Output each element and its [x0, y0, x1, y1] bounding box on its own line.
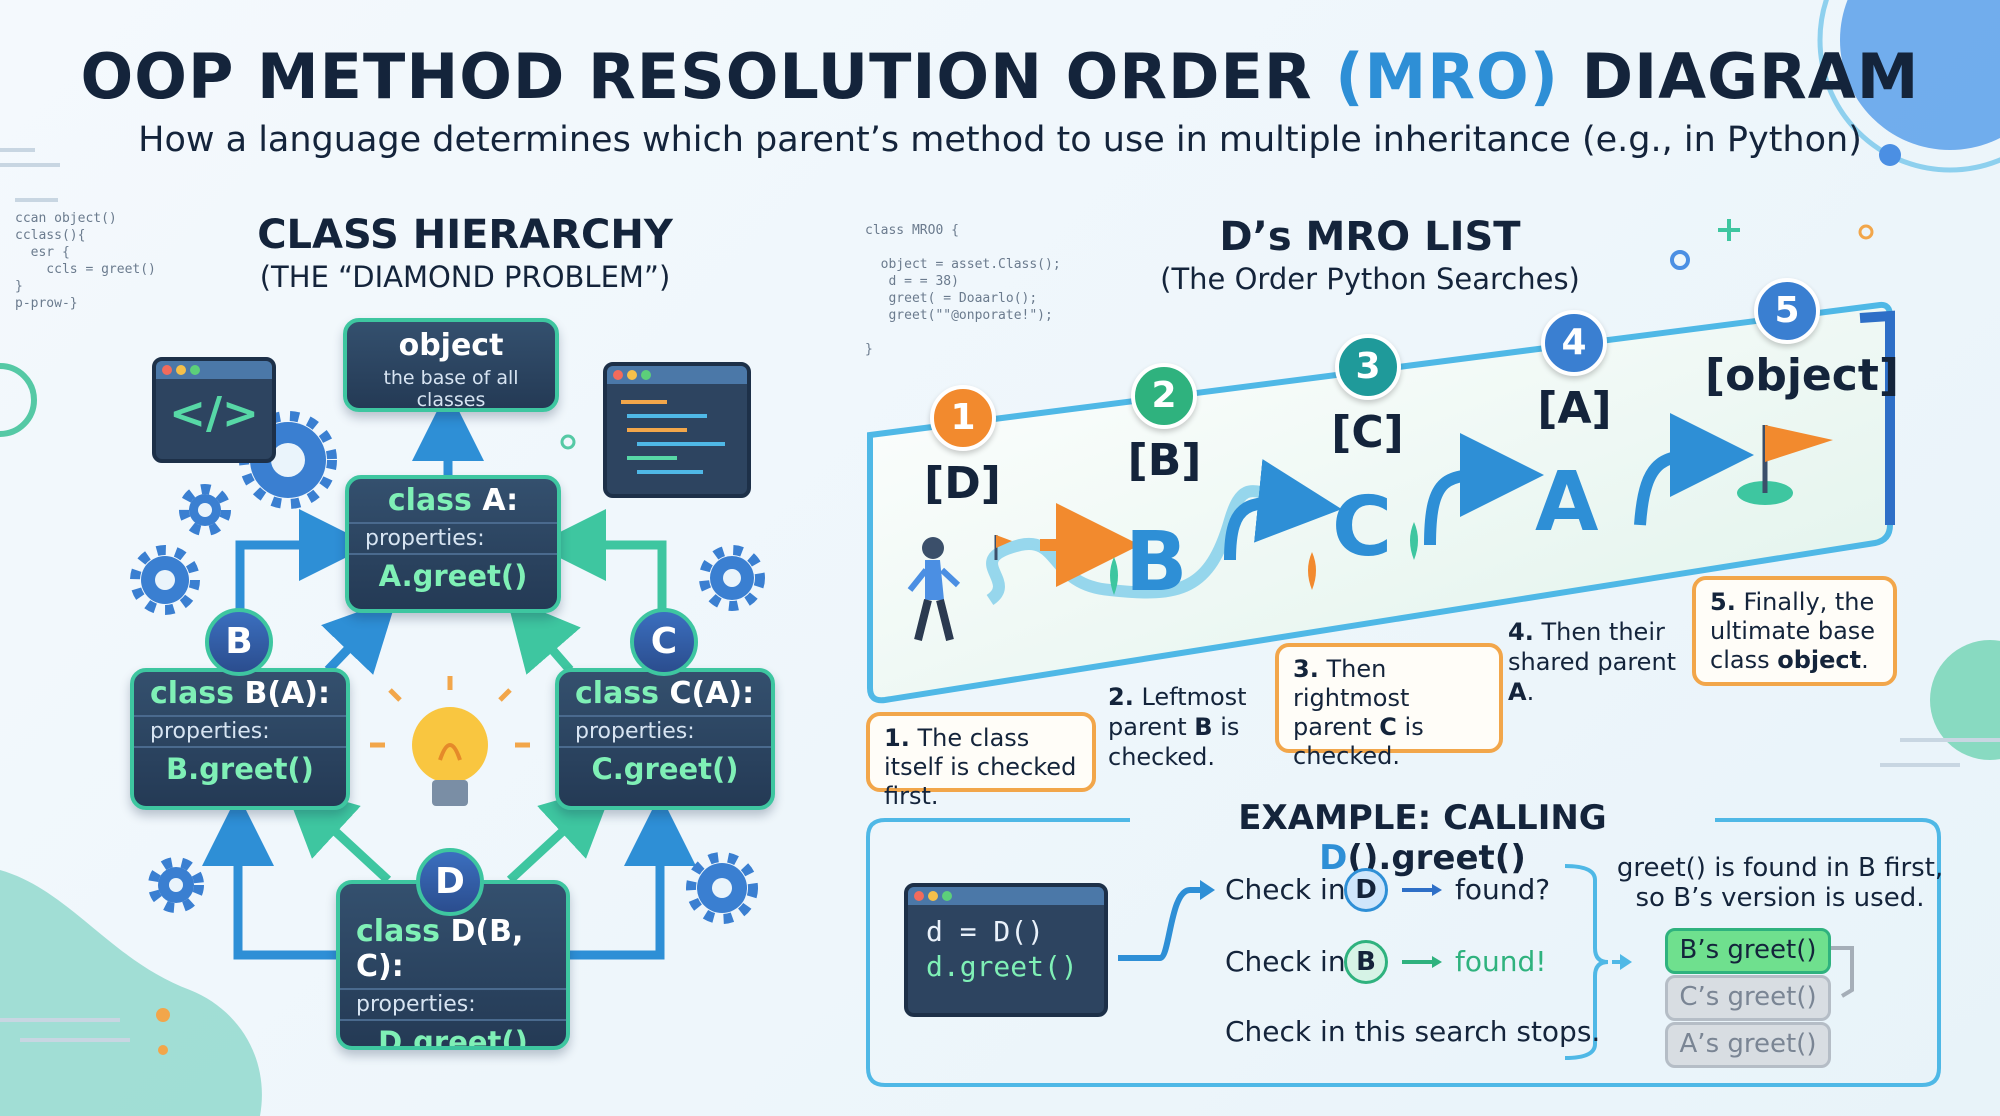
arrow-d-to-b: [283, 783, 392, 884]
check-b-badge: B: [1344, 940, 1388, 984]
class-d-method: D.greet(): [378, 1025, 528, 1050]
check-b-result: found!: [1455, 945, 1547, 978]
tree-icon: [1110, 522, 1418, 595]
code-lines-icon: [621, 400, 725, 474]
class-b-props: properties:: [134, 717, 346, 748]
arrow-b-to-a-left: [235, 509, 371, 618]
option-b-greet: B’s greet(): [1665, 928, 1831, 974]
class-c-name: class C(A):: [559, 672, 771, 717]
class-c-props: properties:: [559, 717, 771, 748]
mro-step-2-label: [B]: [1127, 435, 1202, 486]
walking-person-icon: [907, 537, 961, 641]
search-stops-text: Check in this search stops.: [1225, 1015, 1601, 1048]
mro-step-5-number: 5: [1754, 278, 1820, 344]
mro-subheading: (The Order Python Searches): [1160, 262, 1580, 296]
page-subtitle: How a language determines which parent’s…: [138, 120, 1862, 160]
object-class-box: object the base of all classes: [343, 318, 559, 412]
class-d-props: properties:: [340, 990, 566, 1021]
class-c-box: class C(A): properties: C.greet(): [555, 668, 775, 810]
class-a-box: class A: properties: A.greet(): [345, 475, 561, 613]
class-c-method: C.greet(): [591, 752, 739, 786]
hierarchy-heading: CLASS HIERARCHY: [257, 212, 673, 258]
class-a-name: class A:: [349, 479, 557, 524]
class-a-props: properties:: [349, 524, 557, 555]
editor-window-icon: [603, 362, 751, 498]
mro-step-1-number: 1: [930, 385, 996, 451]
mro-heading: D’s MRO LIST: [1219, 214, 1521, 260]
mro-note-1: 1. The class itself is checked first.: [866, 712, 1096, 810]
arrow-d-to-b-outer: [202, 794, 338, 960]
mro-step-3-number: 3: [1335, 334, 1401, 400]
mro-step-4-label: [A]: [1537, 383, 1612, 434]
example-heading: EXAMPLE: CALLING D().greet(): [1238, 798, 1607, 878]
check-d-text: Check in: [1225, 873, 1346, 906]
arrow-a-to-object-step: [1634, 413, 1754, 526]
arrow-b-to-a: [321, 597, 397, 675]
class-b-badge: B: [205, 608, 273, 676]
path-letter-a: A: [1535, 455, 1599, 550]
code-window-icon: </>: [152, 357, 276, 463]
arrow-c-to-a-right: [534, 509, 667, 618]
class-c-badge: C: [630, 608, 698, 676]
decor-code-center: class MRO0 { object = asset.Class(); d =…: [865, 223, 1061, 357]
check-d-badge: D: [1344, 868, 1388, 912]
mro-step-3-label: [C]: [1331, 407, 1404, 458]
mro-step-2-number: 2: [1131, 363, 1197, 429]
hierarchy-subheading: (THE “DIAMOND PROBLEM”): [259, 260, 671, 294]
code-brackets-icon: </>: [169, 388, 259, 439]
goal-flag-icon: [1737, 425, 1833, 505]
class-b-method: B.greet(): [166, 752, 314, 786]
mro-note-3: 3. Then rightmost parent C is checked.: [1275, 643, 1503, 770]
mro-note-5: 5. Finally, the ultimate base class obje…: [1692, 576, 1897, 686]
mro-step-1-label: [D]: [924, 458, 1001, 509]
arrow-c-to-a: [506, 596, 581, 675]
example-explanation: greet() is found in B first,so B’s versi…: [1616, 853, 1944, 913]
arrow-d-to-c-outer: [560, 794, 696, 960]
gear-icon: [141, 422, 754, 913]
example-code-window: d = D() d.greet(): [904, 883, 1108, 1017]
lightbulb-icon: [370, 676, 530, 806]
decor-code-left: ccan object() cclass(){ esr { ccls = gre…: [15, 211, 156, 311]
object-desc: the base of all classes: [383, 367, 519, 411]
small-flag-icon: [994, 535, 1012, 560]
arrow-d-to-c: [506, 783, 615, 884]
class-d-name: class D(B, C):: [340, 884, 566, 990]
class-d-badge: D: [416, 848, 484, 916]
check-d-result: found?: [1455, 873, 1551, 906]
path-letter-c: C: [1332, 480, 1393, 575]
arrow-c-to-a-step: [1424, 432, 1544, 546]
code-line-1: d = D(): [926, 915, 1045, 948]
mro-note-4: 4. Then their shared parent A.: [1508, 618, 1677, 706]
class-b-box: class B(A): properties: B.greet(): [130, 668, 350, 810]
class-a-method: A.greet(): [378, 559, 528, 593]
mro-note-2: 2. Leftmost parent B is checked.: [1108, 683, 1247, 771]
option-c-greet: C’s greet(): [1665, 975, 1831, 1021]
object-name: object: [398, 328, 504, 363]
path-letter-b: B: [1125, 515, 1188, 610]
page-title: OOP METHOD RESOLUTION ORDER (MRO) DIAGRA…: [80, 40, 1920, 113]
code-line-2: d.greet(): [926, 950, 1078, 983]
check-b-text: Check in: [1225, 945, 1346, 978]
arrow-b-to-c-step: [1224, 459, 1342, 561]
mro-step-4-number: 4: [1541, 310, 1607, 376]
option-a-greet: A’s greet(): [1665, 1022, 1831, 1068]
class-b-name: class B(A):: [134, 672, 346, 717]
class-d-box: class D(B, C): properties: D.greet(): [336, 880, 570, 1050]
